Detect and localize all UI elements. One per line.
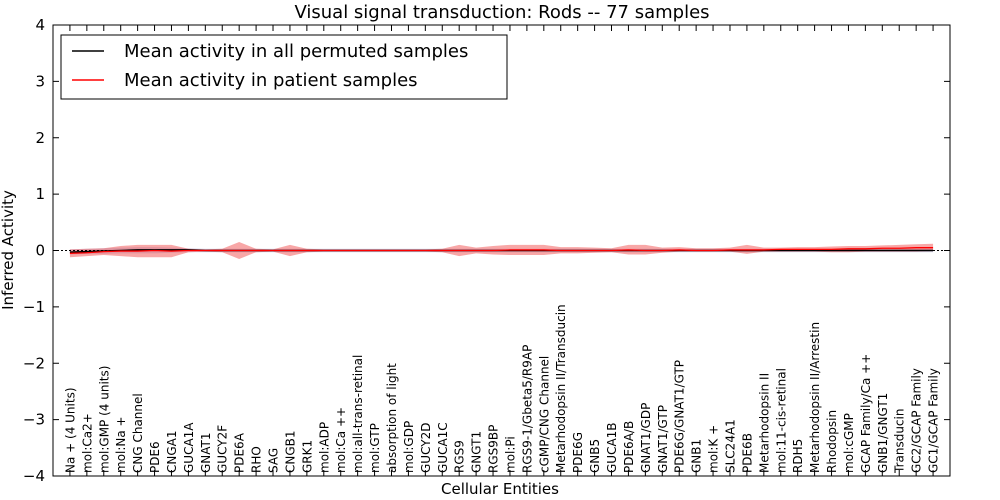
- x-tick-label: PDE6G/GNAT1/GTP: [673, 360, 687, 473]
- y-tick-label: 1: [35, 185, 45, 203]
- y-axis: −4 −3 −2 −1 0 1 2 3 4: [23, 16, 950, 485]
- chart-title: Visual signal transduction: Rods -- 77 s…: [294, 2, 709, 23]
- x-tick-label: GNAT1/GDP: [639, 403, 653, 473]
- x-tick-label: RGS9-1/Gbeta5/R9AP: [520, 345, 534, 473]
- x-tick-label: Na + (4 Units): [63, 387, 77, 473]
- x-tick-label: Metarhodopsin II/Transducin: [554, 304, 568, 473]
- x-tick-label: mol:11-cis-retinal: [774, 368, 788, 473]
- y-tick-label: −1: [23, 298, 45, 316]
- series-line-1: [69, 247, 934, 254]
- x-tick-label: Metarhodopsin II: [757, 373, 771, 473]
- x-tick-label: GUCA1A: [182, 422, 196, 473]
- y-tick-label: −2: [23, 354, 45, 372]
- legend-box: [60, 34, 508, 100]
- y-tick-label: 4: [35, 16, 45, 34]
- x-tick-label: RHO: [250, 446, 264, 473]
- x-tick-label: RGS9BP: [487, 425, 501, 473]
- x-tick-label: mol:Pi: [503, 436, 517, 473]
- x-tick-label: GCAP Family/Ca ++: [859, 354, 873, 473]
- x-tick-label: PDE6A: [233, 432, 247, 473]
- x-tick-label: GC1/GCAP Family: [927, 368, 941, 473]
- x-tick-label: GUCY2D: [419, 423, 433, 473]
- x-tick-label: PDE6G: [571, 432, 585, 473]
- x-tick-label: mol:ADP: [317, 422, 331, 473]
- x-tick-label: mol:GTP: [368, 423, 382, 473]
- x-axis: Na + (4 Units)mol:Ca2+mol:GMP (4 units)m…: [63, 25, 941, 476]
- x-tick-label: GUCA1B: [605, 422, 619, 473]
- y-tick-label: −4: [23, 467, 45, 485]
- x-tick-label: Metarhodopsin II/Arrestin: [808, 322, 822, 473]
- x-tick-label: GNAT1/GTP: [656, 405, 670, 473]
- y-tick-label: 0: [35, 242, 45, 260]
- x-tick-label: absorption of light: [385, 363, 399, 473]
- x-tick-label: GNB1/GNGT1: [876, 393, 890, 473]
- x-tick-label: PDE6: [148, 441, 162, 473]
- x-tick-label: mol:cGMP: [842, 413, 856, 473]
- x-tick-label: CNGB1: [283, 430, 297, 473]
- x-tick-label: mol:GMP (4 units): [97, 366, 111, 473]
- x-tick-label: mol:K +: [707, 425, 721, 473]
- y-tick-label: 3: [35, 72, 45, 90]
- x-axis-label: Cellular Entities: [441, 480, 559, 498]
- series-lines: [69, 247, 934, 254]
- y-axis-label: Inferred Activity: [0, 190, 17, 310]
- x-tick-label: GC2/GCAP Family: [910, 368, 924, 473]
- x-tick-label: mol:GDP: [402, 421, 416, 473]
- x-tick-label: mol:Na +: [114, 416, 128, 473]
- x-tick-label: mol:Ca2+: [80, 413, 94, 473]
- x-tick-label: Rhodopsin: [825, 410, 839, 473]
- x-tick-label: GNGT1: [470, 431, 484, 473]
- x-tick-label: GUCY2F: [216, 425, 230, 473]
- x-tick-label: CNGA1: [165, 431, 179, 474]
- y-tick-label: −3: [23, 411, 45, 429]
- x-tick-label: RGS9: [453, 440, 467, 473]
- x-tick-label: Transducin: [893, 409, 907, 474]
- x-tick-label: GNAT1: [199, 432, 213, 473]
- x-tick-label: mol:all-trans-retinal: [351, 355, 365, 473]
- x-tick-label: GNB1: [690, 439, 704, 473]
- x-tick-label: SAG: [267, 448, 281, 473]
- x-tick-label: mol:Ca ++: [334, 407, 348, 473]
- x-tick-label: GRK1: [300, 440, 314, 473]
- x-tick-label: PDE6B: [740, 433, 754, 473]
- x-tick-label: RDH5: [791, 439, 805, 473]
- x-tick-label: CNG Channel: [131, 393, 145, 473]
- legend: Mean activity in all permuted samplesMea…: [60, 34, 508, 100]
- x-tick-label: PDE6A/B: [622, 421, 636, 473]
- legend-label-0: Mean activity in all permuted samples: [124, 41, 468, 62]
- y-tick-label: 2: [35, 129, 45, 147]
- x-tick-label: GUCA1C: [436, 422, 450, 473]
- legend-label-1: Mean activity in patient samples: [124, 70, 418, 91]
- x-tick-label: GNB5: [588, 439, 602, 473]
- x-tick-label: SLC24A1: [723, 419, 737, 473]
- plot-frame: [52, 24, 951, 477]
- x-tick-label: cGMP/CNG Channel: [537, 356, 551, 473]
